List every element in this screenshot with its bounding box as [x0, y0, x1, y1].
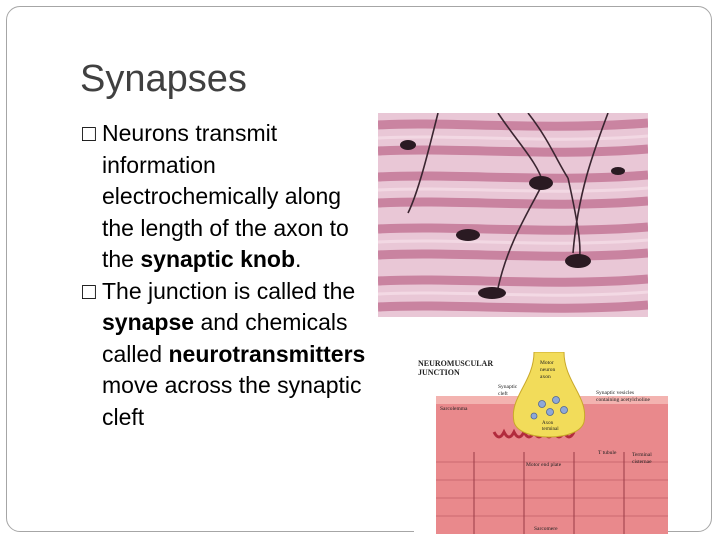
label-synaptic-vesicles-1: Synaptic vesicles: [596, 390, 634, 396]
label-motor-neuron-axon-2: neuron: [540, 367, 556, 373]
neuromuscular-junction-diagram: NEUROMUSCULAR JUNCTION Motor neuron axon…: [414, 352, 668, 534]
bullet-item-junction: □The junction is called the synapse and …: [82, 276, 372, 434]
muscle-micrograph-image: [378, 113, 648, 317]
diagram-title-line2: JUNCTION: [418, 368, 460, 377]
bullet-bold-term: synaptic knob: [140, 246, 296, 272]
bullet-list: □Neurons transmit information electroche…: [82, 118, 372, 433]
label-synaptic-cleft-1: Synaptic: [498, 384, 518, 390]
label-synaptic-vesicles-2: containing acetylcholine: [596, 397, 650, 403]
bullet-text: and chemicals called: [102, 309, 348, 367]
label-sarcomere: Sarcomere: [534, 526, 558, 532]
label-axon-terminal-2: terminal: [542, 427, 559, 432]
label-terminal-cisternae-2: cisternae: [632, 459, 652, 465]
label-synaptic-cleft-2: cleft: [498, 390, 508, 397]
bullet-mark: □: [82, 120, 96, 146]
label-motor-end-plate: Motor end plate: [526, 462, 562, 468]
label-terminal-cisternae-1: Terminal: [632, 452, 652, 458]
label-sarcolemma: Sarcolemma: [440, 406, 468, 412]
bullet-item-neurons: □Neurons transmit information electroche…: [82, 118, 372, 276]
label-motor-neuron-axon-3: axon: [540, 374, 551, 380]
bullet-text: Neurons transmit information electrochem…: [102, 120, 349, 272]
label-motor-neuron-axon-1: Motor: [540, 360, 554, 366]
bullet-mark: □: [82, 277, 96, 304]
slide-title: Synapses: [80, 58, 247, 100]
bullet-text: move across the synaptic cleft: [102, 372, 362, 430]
bullet-text: The junction is called the: [102, 277, 356, 304]
label-axon-terminal-1: Axon: [542, 421, 554, 426]
label-t-tubule: T tubule: [598, 450, 617, 456]
diagram-title-line1: NEUROMUSCULAR: [418, 359, 493, 368]
bullet-bold-term: synapse: [102, 309, 195, 335]
bullet-bold-term: neurotransmitters: [168, 340, 366, 367]
bullet-text: .: [295, 246, 302, 272]
